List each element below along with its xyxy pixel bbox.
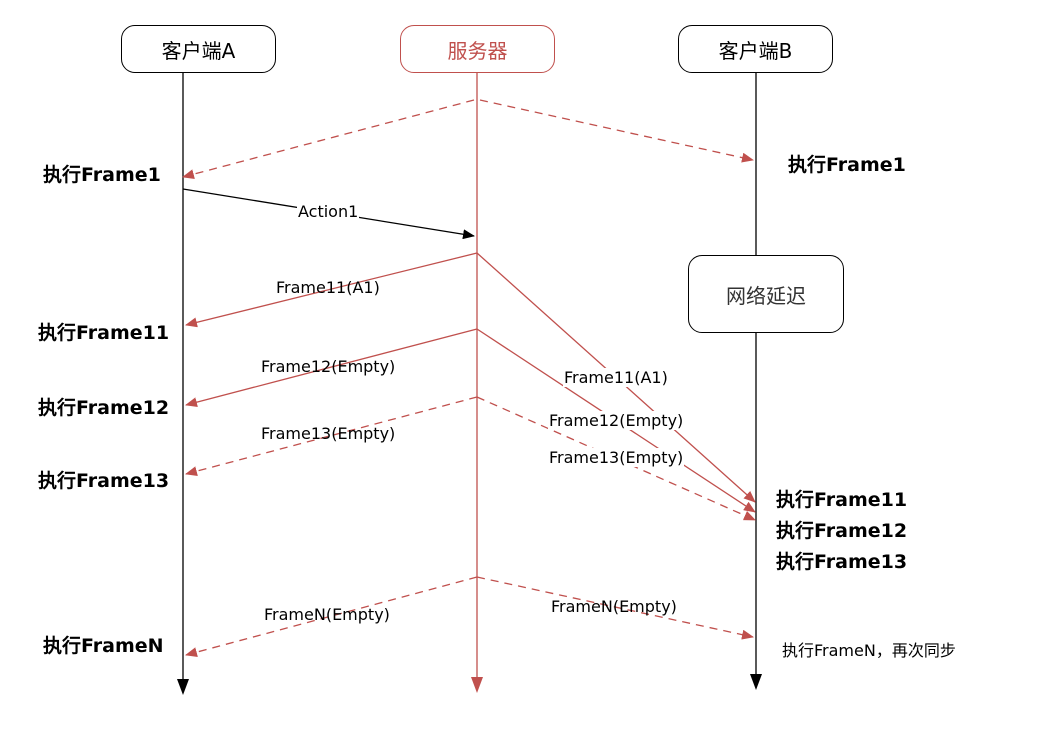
client-a-event-frame1: 执行Frame1 [43,164,161,186]
lifeline-client-a-arrowhead [177,679,189,695]
msg-frame12-to-a [185,328,478,408]
client-a-event-frame11: 执行Frame11 [38,322,170,344]
participant-client-a: 客户端A [121,25,276,73]
participant-server-label: 服务器 [447,38,508,63]
network-delay-label: 网络延迟 [726,283,806,308]
client-b-event-frame1: 执行Frame1 [788,154,906,176]
client-a-event-frame12: 执行Frame12 [38,397,170,419]
msg-frame13-to-b [476,396,756,521]
lifeline-client-b-arrowhead [750,674,762,690]
msg-label-framen-to-b: FrameN(Empty) [551,597,677,616]
client-b-event-frame13: 执行Frame13 [776,551,908,573]
msg-label-frame13-to-b: Frame13(Empty) [548,448,685,467]
msg-label-frame12-to-a: Frame12(Empty) [261,357,396,376]
msg-label-frame12-to-b: Frame12(Empty) [548,411,685,430]
client-b-event-framen: 执行FrameN，再次同步 [782,641,956,660]
msg-label-action1: Action1 [297,202,360,221]
lifeline-server-arrowhead [471,677,483,693]
participant-server: 服务器 [400,25,555,73]
client-a-event-framen: 执行FrameN [43,635,164,657]
msg-label-frame13-to-a: Frame13(Empty) [261,424,396,443]
participant-client-b: 客户端B [678,25,833,73]
msg-label-framen-to-a: FrameN(Empty) [264,605,390,624]
participant-client-b-label: 客户端B [718,38,793,63]
msg-frame11-to-a [185,252,478,328]
client-a-event-frame13: 执行Frame13 [38,470,170,492]
network-delay-note: 网络延迟 [688,255,844,333]
client-b-event-frame11: 执行Frame11 [776,489,908,511]
msg-label-frame11-to-b: Frame11(A1) [563,368,669,387]
participant-client-a-label: 客户端A [161,38,236,63]
msg-frame1-to-a [182,99,475,180]
client-b-event-frame12: 执行Frame12 [776,520,908,542]
msg-label-frame11-to-a: Frame11(A1) [276,278,380,297]
msg-framen-to-b [476,576,754,640]
msg-frame1-to-b [479,99,754,163]
